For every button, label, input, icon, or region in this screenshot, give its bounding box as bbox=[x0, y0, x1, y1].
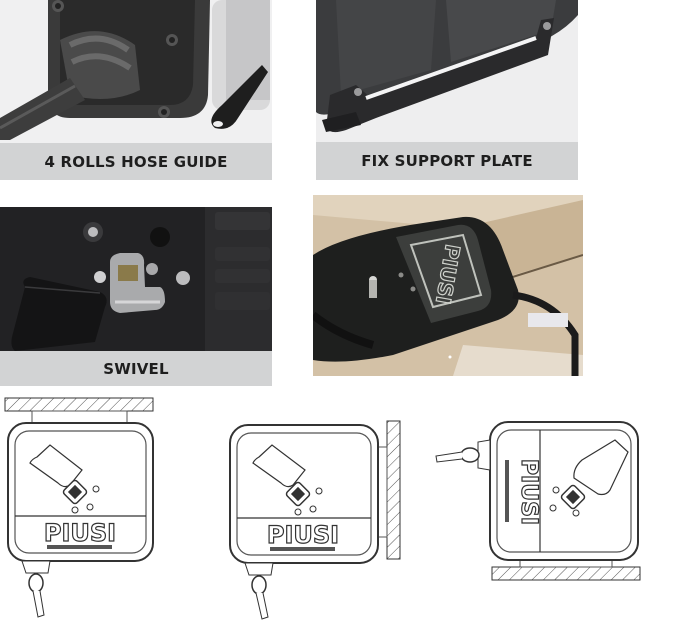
floor-mount-diagram: PIUSI bbox=[430, 410, 650, 585]
reel-line-drawing: PIUSI bbox=[229, 420, 401, 620]
feature-caption: FIX SUPPORT PLATE bbox=[316, 142, 578, 180]
brand-label: PIUSI bbox=[516, 459, 541, 525]
brand-label: PIUSI bbox=[44, 519, 116, 547]
support-plate-photo bbox=[316, 0, 578, 142]
brand-label: PIUSI bbox=[267, 521, 339, 549]
swivel-photo bbox=[0, 207, 272, 351]
feature-panel-swivel: SWIVEL bbox=[0, 207, 272, 386]
feature-caption: SWIVEL bbox=[0, 351, 272, 386]
feature-panel-hose-guide: 4 ROLLS HOSE GUIDE bbox=[0, 0, 272, 180]
ceiling-mounted-reel-photo: PIUSI bbox=[313, 195, 583, 376]
ceiling-mount-diagram: PIUSI bbox=[0, 395, 170, 625]
wall-mount-diagram: PIUSI bbox=[225, 415, 405, 625]
reel-line-drawing: PIUSI bbox=[435, 421, 641, 581]
reel-line-drawing: PIUSI bbox=[4, 397, 154, 618]
hose-guide-photo bbox=[0, 0, 272, 143]
feature-panel-ceiling-photo: PIUSI bbox=[313, 195, 583, 376]
feature-panel-support-plate: FIX SUPPORT PLATE bbox=[316, 0, 578, 180]
feature-caption: 4 ROLLS HOSE GUIDE bbox=[0, 143, 272, 180]
